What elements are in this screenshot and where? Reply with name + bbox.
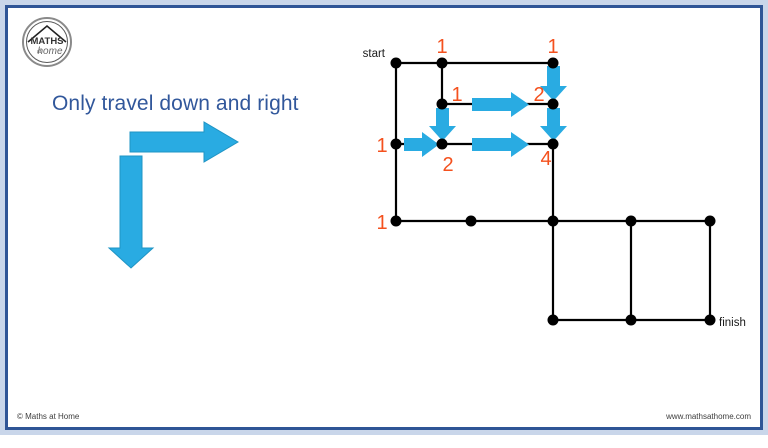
grid-node xyxy=(390,57,402,69)
count-label: 4 xyxy=(540,148,551,170)
footer-copyright: © Maths at Home xyxy=(17,412,80,421)
finish-label: finish xyxy=(719,317,746,329)
count-label: 1 xyxy=(376,135,387,157)
grid-node xyxy=(704,215,716,227)
grid-nodes xyxy=(390,57,716,326)
count-label: 1 xyxy=(436,36,447,58)
count-label: 2 xyxy=(442,154,453,176)
page-title: Only travel down and right xyxy=(52,92,299,115)
logo-top-text: MATHS xyxy=(30,36,63,47)
lattice-path-diagram: 1 1 1 2 1 2 4 1 start finish xyxy=(8,8,768,443)
grid-node xyxy=(625,314,637,326)
maths-at-home-logo: MATHS at home xyxy=(19,16,75,68)
grid-node xyxy=(547,314,559,326)
right-arrow-icon xyxy=(129,121,239,163)
start-label: start xyxy=(363,48,386,60)
flow-down-arrow xyxy=(540,66,567,101)
grid-node xyxy=(704,314,716,326)
direction-legend xyxy=(104,118,249,270)
grid-node xyxy=(547,215,559,227)
logo-small-text: at xyxy=(37,49,42,55)
flow-right-arrow xyxy=(472,132,529,157)
grid-node xyxy=(547,57,559,69)
grid-node xyxy=(436,98,448,110)
down-arrow-icon xyxy=(107,155,155,269)
flow-right-arrow xyxy=(472,92,529,117)
count-label: 1 xyxy=(547,36,558,58)
grid-node xyxy=(436,138,448,150)
count-label: 1 xyxy=(376,212,387,234)
path-count-labels: 1 1 1 2 1 2 4 1 xyxy=(376,36,558,234)
flow-right-arrow xyxy=(404,132,439,157)
grid-node xyxy=(547,98,559,110)
grid-node xyxy=(547,138,559,150)
flow-down-arrow xyxy=(429,108,456,141)
grid-node xyxy=(436,57,448,69)
grid-node xyxy=(390,138,402,150)
flow-arrows xyxy=(404,66,567,157)
footer-website: www.mathsathome.com xyxy=(666,412,751,421)
slide-inner-frame: MATHS at home Only travel down and right xyxy=(5,5,763,430)
grid-node xyxy=(465,215,477,227)
grid-node xyxy=(625,215,637,227)
grid-node xyxy=(390,215,402,227)
count-label: 1 xyxy=(451,84,462,106)
count-label: 2 xyxy=(533,84,544,106)
logo-bottom-text: home xyxy=(37,46,62,57)
flow-down-arrow xyxy=(540,108,567,141)
slide-canvas: MATHS at home Only travel down and right xyxy=(0,0,768,435)
